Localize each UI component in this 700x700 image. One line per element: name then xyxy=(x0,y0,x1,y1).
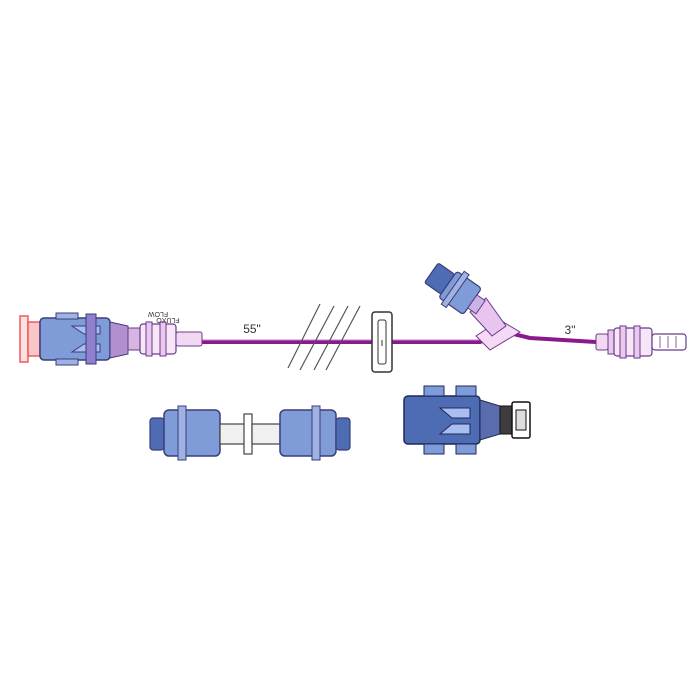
spike-adapter-icon xyxy=(403,385,531,455)
flow-label-secondary: FLUXO xyxy=(156,316,180,323)
dual-needleless-connector-icon xyxy=(149,405,351,461)
main-length-label: 55" xyxy=(243,322,261,336)
slide-clamp-icon xyxy=(371,311,393,373)
extension-length-label: 3" xyxy=(565,323,576,337)
check-valve-icon: FLOW FLUXO xyxy=(139,310,203,357)
spike-connector-icon xyxy=(19,312,141,366)
tubing-break-lines xyxy=(287,303,361,371)
male-luer-lock-icon xyxy=(595,325,687,359)
flow-label-primary: FLOW xyxy=(148,310,169,317)
needleless-y-port-icon xyxy=(424,263,521,351)
